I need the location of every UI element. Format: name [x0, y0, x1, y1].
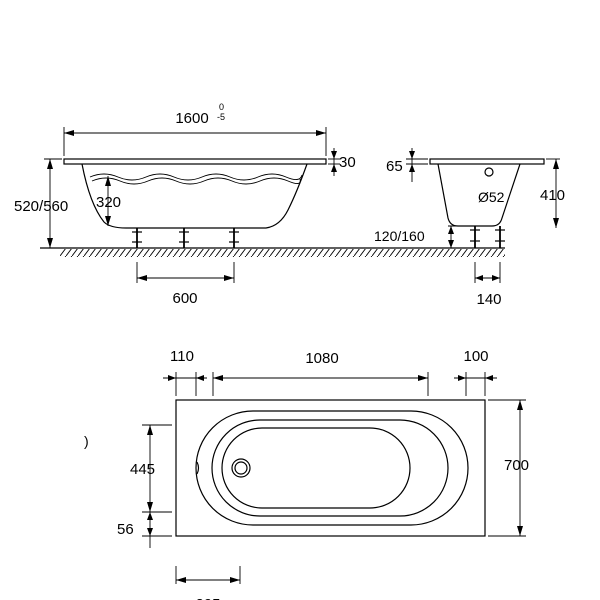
- plan-left-margin-label: 110: [170, 348, 194, 365]
- plan-drain-y-label: 445: [130, 461, 155, 478]
- plan-inner-length-label: 1080: [305, 350, 338, 367]
- rim-depth-dimension: [406, 148, 428, 182]
- plan-inner-contour-bottom: [221, 427, 411, 509]
- side-elevation-view: 1600 0 -5 30 520/560 320: [14, 102, 505, 307]
- rim-thickness-dimension: [328, 148, 340, 176]
- inner-depth-dimension: [105, 176, 111, 226]
- plan-inner-contour-outer: [195, 410, 469, 526]
- plan-width-dimension: [488, 399, 526, 537]
- rim-thickness-label: 30: [339, 154, 356, 171]
- feet-offset-dimension: [474, 262, 501, 283]
- plan-bottom-partial-label: 295: [195, 596, 220, 600]
- left-edge-mark: ): [84, 433, 89, 449]
- total-height-label: 520/560: [14, 198, 68, 215]
- length-tolerance-upper: 0: [219, 102, 224, 112]
- plan-drain-outer: [231, 458, 251, 478]
- end-feet: [470, 226, 505, 248]
- feet-height-dimension: [448, 225, 478, 248]
- plan-drain-dimensions: [142, 424, 172, 548]
- feet-offset-label: 140: [476, 291, 501, 308]
- plan-bottom-dimension: [175, 566, 241, 584]
- end-rim: [429, 158, 545, 165]
- plan-outline: [175, 399, 486, 537]
- end-elevation-view: 65 410 Ø52 120/160 140: [374, 148, 565, 308]
- side-body-outline: [81, 163, 308, 229]
- plan-overflow-mark: [196, 461, 200, 475]
- length-dimension: [63, 127, 327, 156]
- plan-right-margin-label: 100: [463, 348, 488, 365]
- side-rim: [63, 158, 327, 165]
- plan-width-label: 700: [504, 457, 529, 474]
- floor-hatching: [60, 249, 505, 257]
- inner-depth-label: 320: [96, 194, 121, 211]
- end-height-dimension: [546, 158, 560, 228]
- plan-view: 110 1080 100 700 445 56: [84, 348, 529, 600]
- feet-spacing-dimension: [136, 262, 235, 283]
- feet-height-label: 120/160: [374, 228, 425, 244]
- feet-spacing-label: 600: [172, 290, 197, 307]
- length-label: 1600: [175, 110, 208, 127]
- end-height-label: 410: [540, 187, 565, 204]
- rim-depth-label: 65: [386, 158, 403, 175]
- water-wave-lower: [91, 177, 301, 185]
- plan-inner-contour-middle: [211, 419, 449, 517]
- side-feet: [132, 228, 239, 248]
- plan-drain-inner: [234, 461, 248, 475]
- overflow-hole: [484, 167, 494, 177]
- plan-top-dimensions: [163, 372, 497, 396]
- length-tolerance-lower: -5: [217, 112, 225, 122]
- water-wave-upper: [89, 173, 303, 181]
- plan-drain-edge-label: 56: [117, 521, 134, 538]
- total-height-dimension: [44, 158, 62, 248]
- drain-diameter-label: Ø52: [478, 189, 505, 205]
